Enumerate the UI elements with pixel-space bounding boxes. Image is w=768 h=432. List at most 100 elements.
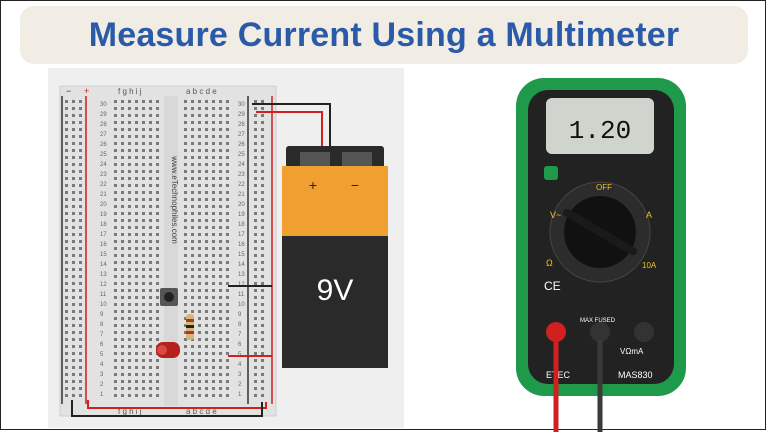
bottom-black-wire (71, 400, 263, 417)
row-number: 28 (100, 122, 107, 128)
row-number: 22 (238, 182, 245, 188)
center-channel (164, 96, 178, 406)
battery-voltage-label: 9V (317, 274, 354, 307)
row-number: 20 (100, 202, 107, 208)
row-number: 29 (100, 112, 107, 118)
row-number: 3 (238, 372, 242, 378)
rail-minus-label: − (66, 86, 71, 96)
left-power-rail (64, 100, 82, 400)
row-number: 13 (100, 272, 107, 278)
row-number: 2 (100, 382, 104, 388)
dial-label-a: A (646, 210, 652, 220)
row-number: 16 (100, 242, 107, 248)
row-number: 9 (238, 312, 242, 318)
battery-plus-label: + (309, 177, 317, 193)
battery-9v: + − 9V (282, 146, 388, 368)
row-number: 1 (100, 392, 104, 398)
row-number: 17 (100, 232, 107, 238)
row-number: 28 (238, 122, 245, 128)
row-number: 7 (100, 332, 104, 338)
row-number: 29 (238, 112, 245, 118)
model-label: MAS830 (618, 370, 653, 380)
right-power-rail (250, 100, 268, 400)
port-vohm[interactable] (634, 322, 654, 342)
row-number: 30 (238, 102, 245, 108)
row-number: 25 (238, 152, 245, 158)
lcd-display (546, 98, 654, 154)
row-number: 20 (238, 202, 245, 208)
battery-minus-label: − (351, 177, 359, 193)
row-number: 23 (238, 172, 245, 178)
row-number: 27 (238, 132, 245, 138)
row-number: 10 (100, 302, 107, 308)
rail-plus-label: + (84, 86, 89, 96)
multimeter: 1.20 V~ A Ω 10A OFF CE MAX FUSED VΩmA ET… (516, 78, 686, 432)
row-number: 6 (238, 342, 242, 348)
row-number: 2 (238, 382, 242, 388)
page-title: Measure Current Using a Multimeter (88, 15, 680, 54)
row-number: 10 (238, 302, 245, 308)
port-label-fused: MAX FUSED (580, 318, 616, 324)
row-number: 5 (100, 352, 104, 358)
title-banner: Measure Current Using a Multimeter (20, 6, 748, 64)
port-label-vohm: VΩmA (620, 347, 644, 356)
terminal-strip-left (112, 100, 162, 400)
row-number: 24 (100, 162, 107, 168)
row-number: 1 (238, 392, 242, 398)
column-letters-bottom-right: a b c d e (186, 407, 217, 416)
resistor (186, 314, 194, 340)
row-number: 18 (100, 222, 107, 228)
row-number: 13 (238, 272, 245, 278)
row-number: 26 (100, 142, 107, 148)
led (156, 342, 180, 358)
row-number: 15 (238, 252, 245, 258)
row-number: 26 (238, 142, 245, 148)
dial-label-10a: 10A (642, 261, 657, 270)
row-number: 30 (100, 102, 107, 108)
row-number: 16 (238, 242, 245, 248)
ce-mark: CE (544, 279, 561, 293)
row-number: 3 (100, 372, 104, 378)
column-letters-bottom-left: f g h i j (118, 407, 142, 416)
battery-positive-wire (256, 111, 323, 148)
dial-pointer (563, 209, 637, 255)
dial-label-v: V~ (550, 210, 561, 220)
row-number: 19 (100, 212, 107, 218)
row-number: 9 (100, 312, 104, 318)
watermark: www.eTechnophiles.com (170, 155, 179, 244)
row-number: 21 (238, 192, 245, 198)
row-number: 21 (100, 192, 107, 198)
port-10a[interactable] (546, 322, 566, 342)
row-number: 14 (100, 262, 107, 268)
row-numbers-left: 3029282726252423222120191817161514131211… (100, 102, 107, 398)
row-number: 8 (238, 322, 242, 328)
row-number: 14 (238, 262, 245, 268)
dial-label-ohm: Ω (546, 258, 553, 268)
bottom-red-wire (87, 400, 267, 409)
row-number: 27 (100, 132, 107, 138)
hold-button[interactable] (544, 166, 558, 180)
row-number: 11 (238, 292, 245, 298)
terminal-strip-right (182, 100, 232, 400)
row-number: 17 (238, 232, 245, 238)
row-number: 6 (100, 342, 104, 348)
row-number: 25 (100, 152, 107, 158)
column-letters-top-left: f g h i j (118, 87, 142, 96)
port-com[interactable] (590, 322, 610, 342)
row-number: 18 (238, 222, 245, 228)
row-number: 4 (238, 362, 242, 368)
row-number: 12 (100, 282, 107, 288)
row-number: 11 (100, 292, 107, 298)
row-number: 19 (238, 212, 245, 218)
row-number: 22 (100, 182, 107, 188)
lcd-reading: 1.20 (569, 116, 631, 146)
battery-negative-wire (252, 103, 331, 148)
row-number: 23 (100, 172, 107, 178)
column-letters-top-right: a b c d e (186, 87, 217, 96)
row-number: 7 (238, 332, 242, 338)
row-number: 24 (238, 162, 245, 168)
row-number: 4 (100, 362, 104, 368)
row-number: 8 (100, 322, 104, 328)
